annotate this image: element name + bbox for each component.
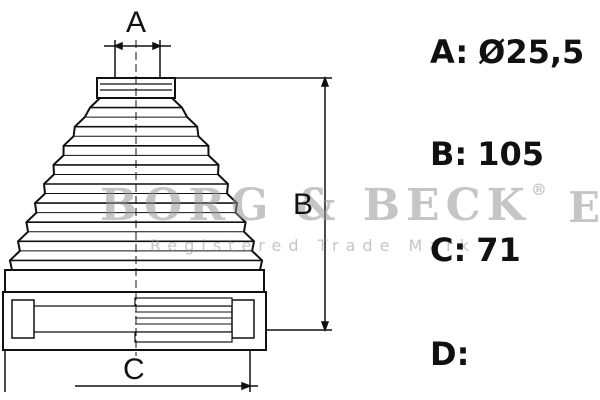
spec-b-label: B: xyxy=(430,135,468,173)
spec-a: A:Ø25,5 xyxy=(430,36,584,68)
dimension-c-lines xyxy=(4,350,258,392)
spec-a-label: A: xyxy=(430,33,469,71)
spec-c-label: C: xyxy=(430,231,467,269)
dimension-label-b: B xyxy=(293,188,314,221)
spec-d: D: xyxy=(430,338,479,370)
boot-base xyxy=(2,269,267,351)
spec-c-value: 71 xyxy=(476,231,521,269)
dimension-a-lines xyxy=(104,40,171,78)
dimension-b-lines xyxy=(176,75,332,333)
spec-b: B:105 xyxy=(430,138,544,170)
registered-mark: ® xyxy=(530,180,547,199)
spec-d-label: D: xyxy=(430,335,470,373)
dimension-label-c: C xyxy=(123,353,145,386)
spec-c: C:71 xyxy=(430,234,521,266)
brand-watermark-tagline: Registered Trade Mark xyxy=(150,236,476,255)
brand-watermark: BORG & BECK® xyxy=(100,180,547,231)
spec-b-value: 105 xyxy=(477,135,544,173)
watermark-edge-letter: E xyxy=(568,183,600,232)
spec-a-value: Ø25,5 xyxy=(478,33,585,71)
dimension-label-a: A xyxy=(126,6,147,39)
